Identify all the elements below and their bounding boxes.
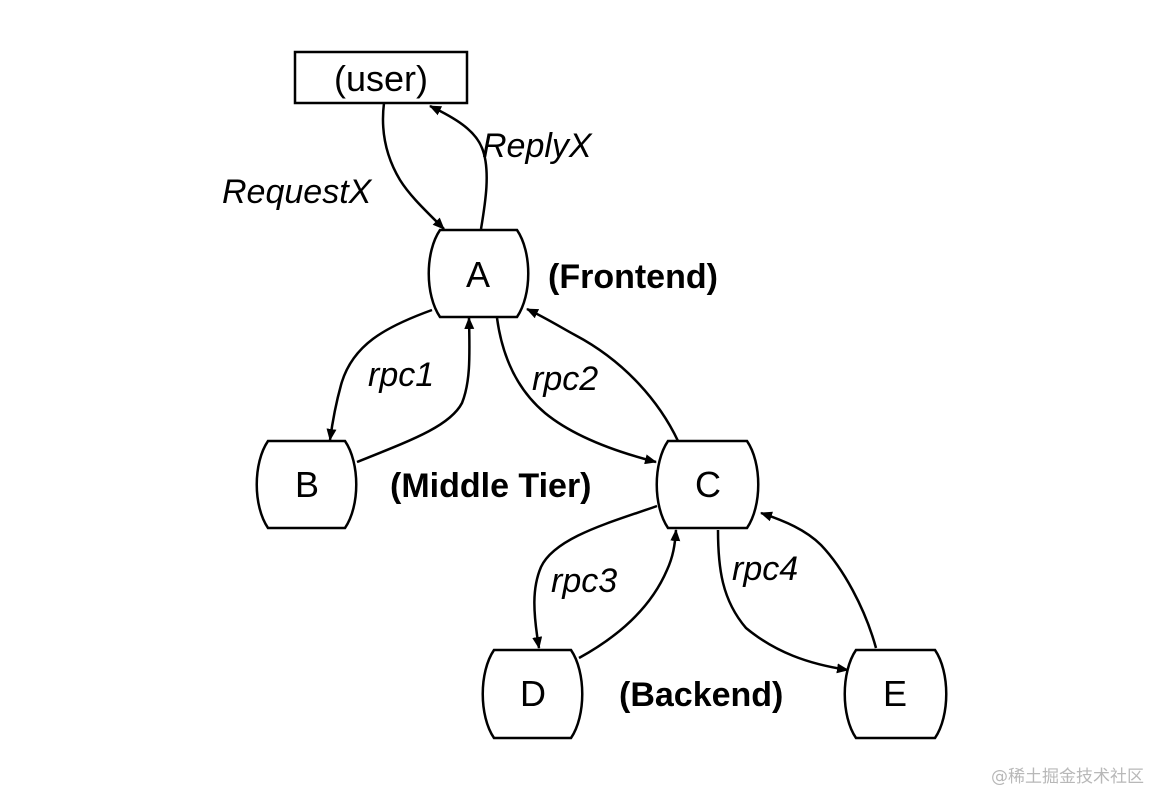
request-label: RequestX <box>222 173 373 211</box>
node-c <box>655 439 760 530</box>
frontend-label: (Frontend) <box>548 258 718 296</box>
edge-rpc4-reply <box>760 511 878 649</box>
rpc3-label: rpc3 <box>551 562 617 600</box>
edge-rpc3-reply <box>578 529 681 660</box>
edge-rpc1-request <box>326 308 433 441</box>
node-e-label: E <box>883 673 907 714</box>
edge-rpc2-reply <box>526 307 680 442</box>
rpc2-label: rpc2 <box>532 360 598 398</box>
rpc1-label: rpc1 <box>368 356 434 394</box>
edge-reply <box>429 104 488 230</box>
edge-rpc2-request <box>495 317 657 465</box>
node-a-label: A <box>466 254 490 295</box>
node-a <box>427 228 530 319</box>
node-c-label: C <box>695 464 721 505</box>
node-d <box>481 648 584 740</box>
edge-request <box>381 102 445 230</box>
node-b <box>255 439 358 530</box>
edge-rpc4-request <box>716 529 849 674</box>
node-b-label: B <box>295 464 319 505</box>
edge-rpc1-reply <box>356 317 475 464</box>
node-d-label: D <box>520 673 546 714</box>
rpc4-label: rpc4 <box>732 550 798 588</box>
backend-label: (Backend) <box>619 676 783 714</box>
user-label: (user) <box>334 58 428 99</box>
middle-tier-label: (Middle Tier) <box>390 467 592 505</box>
node-e <box>843 648 948 740</box>
reply-label: ReplyX <box>482 127 593 165</box>
edge-rpc3-request <box>532 504 658 649</box>
watermark: @稀土掘金技术社区 <box>991 767 1144 787</box>
user-box <box>293 50 469 105</box>
